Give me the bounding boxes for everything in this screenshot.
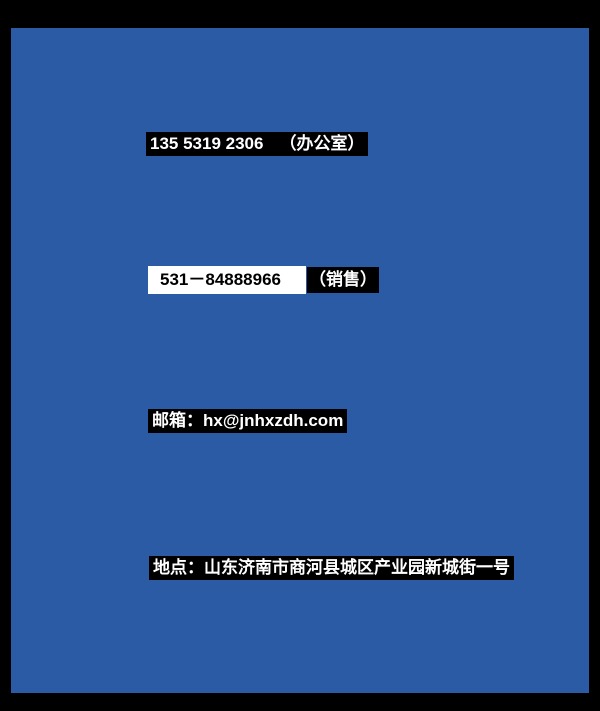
content-panel: [11, 28, 589, 693]
email-value: hx@jnhxzdh.com: [203, 411, 344, 430]
sales-phone-label: （销售）: [307, 267, 379, 293]
sales-phone-line: 531－84888966 （销售）: [148, 266, 379, 294]
office-phone-highlight: 135 5319 2306 （办公室）: [146, 132, 369, 156]
office-phone-line: 135 5319 2306 （办公室）: [146, 132, 369, 156]
office-phone-label: （办公室）: [279, 134, 365, 153]
sales-phone-box: 531－84888966: [148, 266, 306, 294]
sales-phone-number: 531－84888966: [160, 270, 282, 289]
email-highlight: 邮箱：hx@jnhxzdh.com: [148, 409, 348, 433]
address-value: 山东济南市商河县城区产业园新城街一号: [204, 558, 510, 577]
address-highlight: 地点：山东济南市商河县城区产业园新城街一号: [149, 556, 514, 580]
address-label: 地点：: [153, 558, 204, 577]
email-line: 邮箱：hx@jnhxzdh.com: [148, 409, 348, 433]
office-phone-number: 135 5319 2306: [150, 134, 264, 153]
email-label: 邮箱：: [152, 411, 203, 430]
address-line: 地点：山东济南市商河县城区产业园新城街一号: [149, 556, 514, 580]
